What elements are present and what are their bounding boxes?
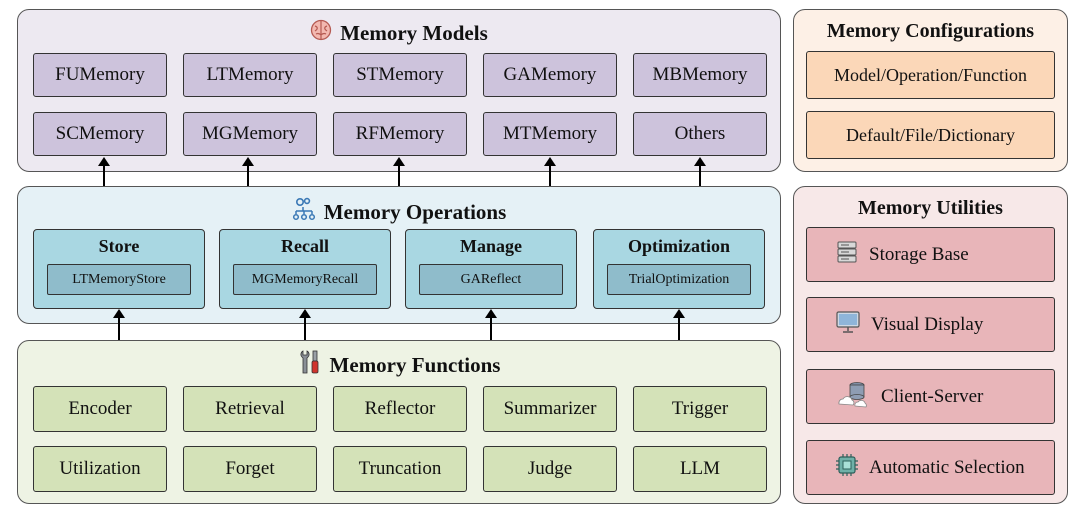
memory-functions-panel: Memory Functions Encoder Retrieval Refle… (17, 340, 781, 504)
server-icon (835, 240, 859, 270)
model-box: MGMemory (183, 112, 317, 156)
memory-utilities-panel: Memory Utilities Storage Base Visual Dis… (793, 186, 1068, 504)
memory-models-panel: Memory Models FUMemory LTMemory STMemory… (17, 9, 781, 172)
arrow-up (544, 157, 556, 186)
memory-functions-title: Memory Functions (329, 352, 501, 377)
configuration-box: Model/Operation/Function (806, 51, 1055, 99)
utility-label: Visual Display (871, 313, 984, 335)
model-box: FUMemory (33, 53, 167, 97)
hierarchy-icon (292, 197, 316, 227)
arrow-up (673, 309, 685, 340)
model-box: SCMemory (33, 112, 167, 156)
function-box: Encoder (33, 386, 167, 432)
operation-title: Optimization (628, 236, 730, 256)
chip-icon (835, 453, 859, 483)
function-box: Judge (483, 446, 617, 492)
operation-example: TrialOptimization (607, 264, 751, 295)
arrow-up (694, 157, 706, 186)
arrow-up (113, 309, 125, 340)
utility-label: Automatic Selection (869, 456, 1025, 478)
model-box: Others (633, 112, 767, 156)
arrow-up (98, 157, 110, 186)
operation-box-recall: Recall MGMemoryRecall (219, 229, 391, 309)
operation-title: Recall (281, 236, 329, 256)
model-box: STMemory (333, 53, 467, 97)
operation-box-store: Store LTMemoryStore (33, 229, 205, 309)
memory-operations-panel: Memory Operations Store LTMemoryStore Re… (17, 186, 781, 324)
arrow-up (242, 157, 254, 186)
operation-box-manage: Manage GAReflect (405, 229, 577, 309)
function-box: Retrieval (183, 386, 317, 432)
operation-example: MGMemoryRecall (233, 264, 377, 295)
monitor-icon (835, 310, 861, 340)
memory-models-title: Memory Models (340, 20, 488, 45)
utility-label: Client-Server (881, 385, 984, 407)
model-box: MBMemory (633, 53, 767, 97)
utility-client-server: Client-Server (806, 369, 1055, 424)
function-box: Trigger (633, 386, 767, 432)
model-box: RFMemory (333, 112, 467, 156)
brain-icon (310, 19, 332, 47)
model-box: LTMemory (183, 53, 317, 97)
tools-icon (298, 349, 322, 381)
memory-models-title-row: Memory Models (18, 19, 780, 47)
arrow-up (299, 309, 311, 340)
arrow-up (485, 309, 497, 340)
memory-operations-title-row: Memory Operations (18, 197, 780, 227)
function-box: Utilization (33, 446, 167, 492)
utility-automatic-selection: Automatic Selection (806, 440, 1055, 495)
operation-example: GAReflect (419, 264, 563, 295)
arrow-up (393, 157, 405, 186)
function-box: LLM (633, 446, 767, 492)
function-box: Summarizer (483, 386, 617, 432)
operation-example: LTMemoryStore (47, 264, 191, 295)
function-box: Reflector (333, 386, 467, 432)
operation-title: Manage (460, 236, 522, 256)
cloud-database-icon (835, 380, 871, 414)
model-box: MTMemory (483, 112, 617, 156)
configuration-box: Default/File/Dictionary (806, 111, 1055, 159)
memory-operations-title: Memory Operations (323, 199, 507, 224)
memory-functions-title-row: Memory Functions (18, 349, 780, 381)
memory-configurations-panel: Memory Configurations Model/Operation/Fu… (793, 9, 1068, 172)
function-box: Truncation (333, 446, 467, 492)
model-box: GAMemory (483, 53, 617, 97)
operation-box-optimization: Optimization TrialOptimization (593, 229, 765, 309)
utility-storage-base: Storage Base (806, 227, 1055, 282)
function-box: Forget (183, 446, 317, 492)
memory-configurations-title: Memory Configurations (826, 20, 1035, 42)
utility-label: Storage Base (869, 243, 969, 265)
utility-visual-display: Visual Display (806, 297, 1055, 352)
operation-title: Store (98, 236, 140, 256)
memory-utilities-title: Memory Utilities (858, 197, 1003, 219)
